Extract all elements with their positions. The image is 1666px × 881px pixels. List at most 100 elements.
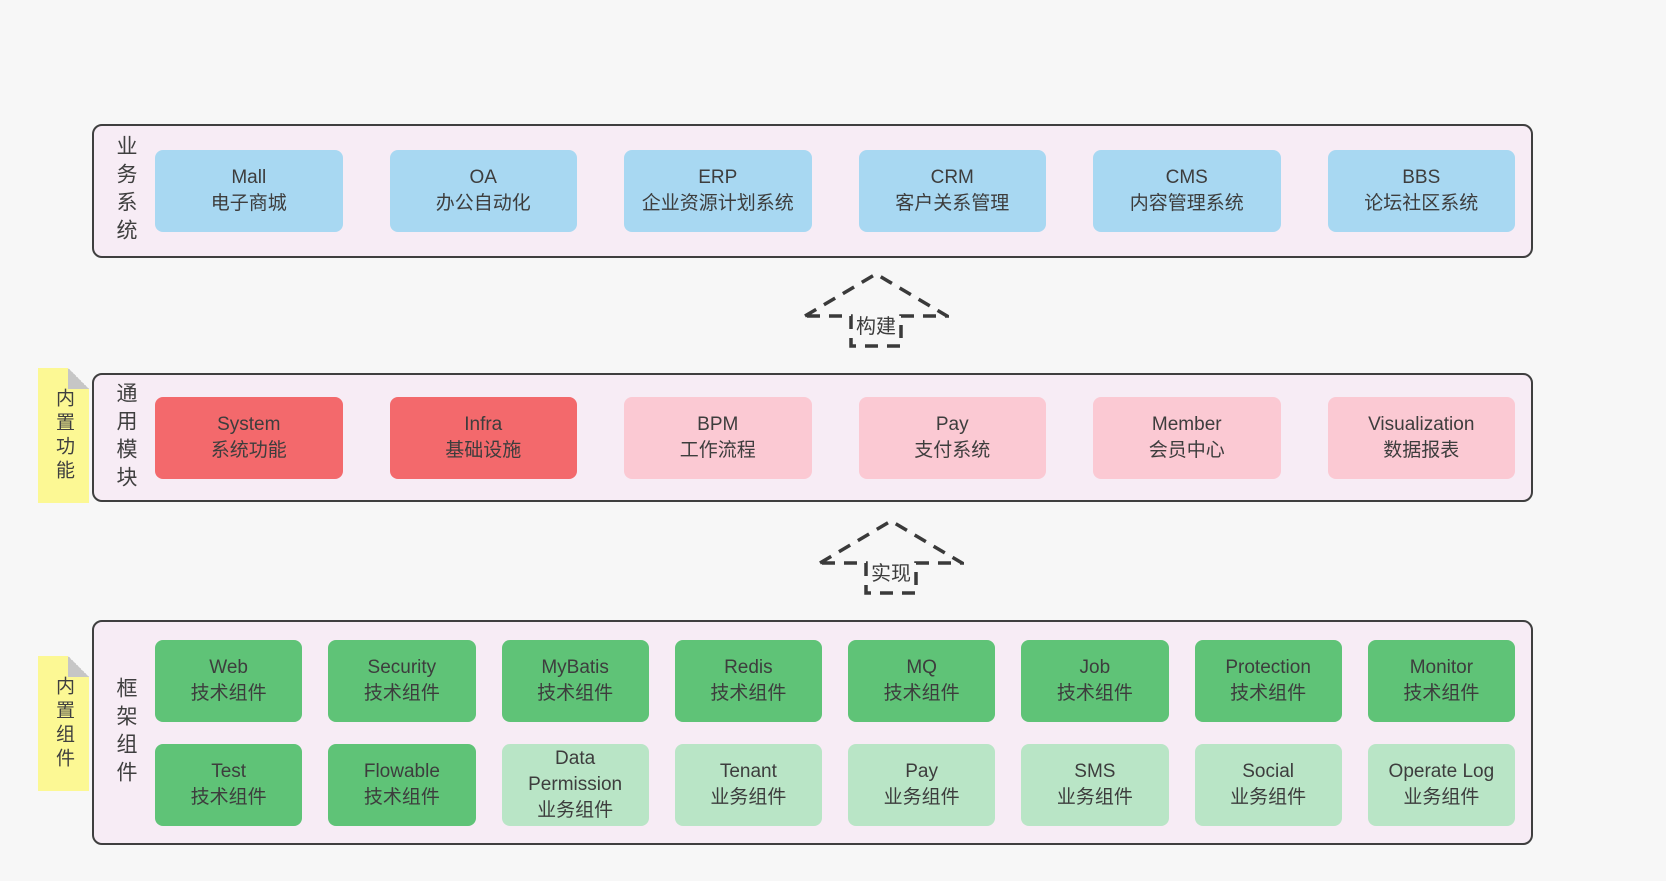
component-rows: Web 技术组件 Security 技术组件 MyBatis 技术组件 Redi… [155,639,1515,826]
box-title: Data Permission [528,747,623,795]
note-fold-corner-icon [68,656,89,677]
sticky-note-built-in-components: 内置组件 [38,656,89,791]
box-subtitle: 业务组件 [1056,786,1133,808]
box-subtitle: 技术组件 [883,682,960,704]
box-cms: CMS 内容管理系统 [1093,150,1281,232]
box-mybatis: MyBatis 技术组件 [501,639,649,722]
band-business-systems: 业务系统 Mall 电子商城 OA 办公自动化 ERP 企业资源计划系统 CRM… [92,124,1533,258]
box-operate-log: Operate Log 业务组件 [1367,743,1515,826]
business-boxes: Mall 电子商城 OA 办公自动化 ERP 企业资源计划系统 CRM 客户关系… [155,150,1515,232]
box-subtitle: 办公自动化 [435,193,531,214]
sticky-note-built-in-functions: 内置功能 [38,368,89,503]
box-title: BBS [1402,167,1441,188]
box-pay-module: Pay 支付系统 [858,396,1046,479]
up-arrow-dashed-icon [803,272,949,348]
box-title: Job [1079,656,1111,678]
arrow-label: 构建 [853,310,899,339]
box-subtitle: 技术组件 [363,682,440,704]
box-job: Job 技术组件 [1021,639,1169,722]
box-subtitle: 业务组件 [1403,786,1480,808]
box-subtitle: 业务组件 [537,799,614,821]
box-flowable: Flowable 技术组件 [328,743,476,826]
box-title: Web [209,656,248,678]
box-title: Security [367,656,437,678]
band-label-business-systems: 业务系统 [114,135,137,247]
note-label: 内置组件 [53,675,74,772]
box-subtitle: 客户关系管理 [895,193,1010,214]
box-title: Pay [935,413,969,435]
box-monitor: Monitor 技术组件 [1367,639,1515,722]
box-subtitle: 技术组件 [363,786,440,808]
note-fold-corner-icon [68,368,89,389]
box-subtitle: 基础设施 [445,439,522,461]
box-web: Web 技术组件 [155,639,303,722]
arrow-implement: 实现 [818,519,964,595]
box-oa: OA 办公自动化 [389,150,577,232]
box-subtitle: 技术组件 [710,682,787,704]
band-label-framework-components: 框架组件 [114,676,137,789]
box-title: Test [211,760,247,782]
box-title: Flowable [363,760,440,782]
box-subtitle: 业务组件 [1230,786,1307,808]
box-subtitle: 技术组件 [537,682,614,704]
band-framework-components: 框架组件 Web 技术组件 Security 技术组件 MyBatis 技术组件… [92,620,1533,845]
box-title: MyBatis [541,656,609,678]
box-subtitle: 内容管理系统 [1129,193,1244,214]
box-subtitle: 业务组件 [710,786,787,808]
box-subtitle: 业务组件 [883,786,960,808]
box-subtitle: 技术组件 [1056,682,1133,704]
box-subtitle: 技术组件 [190,682,267,704]
band-common-modules: 通用模块 System 系统功能 Infra 基础设施 BPM 工作流程 Pay… [92,373,1533,502]
box-title: SMS [1074,760,1116,782]
box-system: System 系统功能 [155,396,343,479]
box-subtitle: 系统功能 [210,439,287,461]
band-label-common-modules: 通用模块 [114,381,137,494]
box-erp: ERP 企业资源计划系统 [624,150,812,232]
box-title: CRM [930,167,974,188]
box-title: BPM [697,413,739,435]
box-title: Member [1151,413,1222,435]
box-title: Mall [231,167,267,188]
box-title: Tenant [719,760,777,782]
box-title: ERP [698,167,738,188]
module-boxes: System 系统功能 Infra 基础设施 BPM 工作流程 Pay 支付系统… [155,396,1515,479]
arrow-build: 构建 [803,272,949,348]
box-subtitle: 电子商城 [210,193,287,214]
component-row-2: Test 技术组件 Flowable 技术组件 Data Permission … [155,743,1515,826]
box-title: Redis [724,656,773,678]
box-subtitle: 技术组件 [1403,682,1480,704]
box-mq: MQ 技术组件 [848,639,996,722]
box-infra: Infra 基础设施 [389,396,577,479]
note-label: 内置功能 [53,387,74,484]
box-title: Pay [905,760,938,782]
box-title: Visualization [1368,413,1475,435]
box-title: Protection [1225,656,1311,678]
box-crm: CRM 客户关系管理 [858,150,1046,232]
box-bpm: BPM 工作流程 [624,396,812,479]
arrow-label: 实现 [868,557,914,586]
box-title: Monitor [1409,656,1474,678]
box-data-permission: Data Permission 业务组件 [501,743,649,826]
box-member: Member 会员中心 [1093,396,1281,479]
box-visualization: Visualization 数据报表 [1327,396,1515,479]
box-title: OA [469,167,497,188]
component-row-1: Web 技术组件 Security 技术组件 MyBatis 技术组件 Redi… [155,639,1515,722]
up-arrow-dashed-icon [818,519,964,595]
box-title: Social [1242,760,1294,782]
box-redis: Redis 技术组件 [674,639,822,722]
box-pay-component: Pay 业务组件 [848,743,996,826]
box-protection: Protection 技术组件 [1194,639,1342,722]
box-subtitle: 企业资源计划系统 [641,193,794,214]
box-title: MQ [906,656,937,678]
box-subtitle: 技术组件 [1230,682,1307,704]
box-test: Test 技术组件 [155,743,303,826]
box-bbs: BBS 论坛社区系统 [1327,150,1515,232]
box-title: Operate Log [1388,760,1495,782]
box-title: CMS [1165,167,1208,188]
box-subtitle: 会员中心 [1148,439,1225,461]
box-subtitle: 论坛社区系统 [1364,193,1479,214]
box-mall: Mall 电子商城 [155,150,343,232]
box-title: Infra [464,413,503,435]
box-tenant: Tenant 业务组件 [674,743,822,826]
